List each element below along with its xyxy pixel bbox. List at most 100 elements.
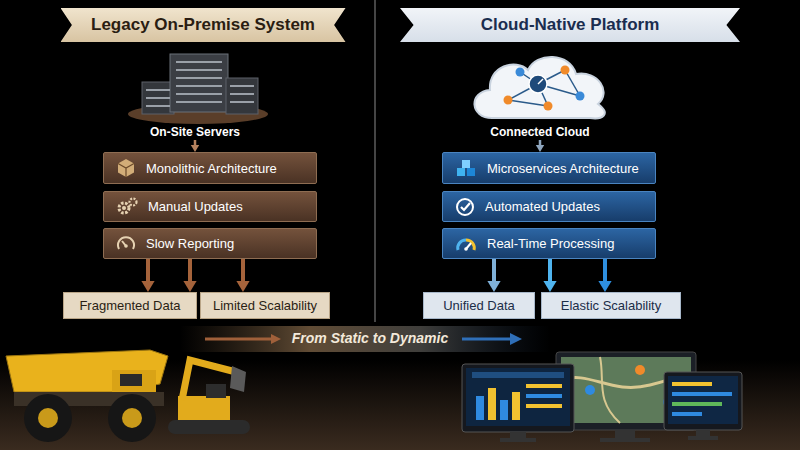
arrow-head xyxy=(236,281,249,292)
outcome-box: Unified Data xyxy=(423,292,535,319)
cloud-illustration xyxy=(474,57,604,118)
cloud-illustration xyxy=(508,100,548,106)
monitor-map xyxy=(635,365,645,375)
monitor-chart xyxy=(462,364,574,432)
excavator xyxy=(168,420,250,434)
monitor-small xyxy=(672,402,722,406)
box-text: Unified Data xyxy=(443,298,515,313)
arrow-head xyxy=(141,281,154,292)
server-illustration xyxy=(170,54,228,112)
arrow-head xyxy=(536,145,544,152)
server-illustration xyxy=(146,62,254,106)
gears-icon xyxy=(119,203,129,213)
cloud-illustration xyxy=(576,92,585,101)
dump-truck xyxy=(108,394,156,442)
box-text: Microservices Architecture xyxy=(487,161,639,176)
transition-band xyxy=(205,338,272,341)
feature-box: Monolithic Architecture xyxy=(103,152,317,184)
cube-icon xyxy=(116,158,136,178)
cube-icon xyxy=(118,164,134,178)
outcome-box: Elastic Scalability xyxy=(541,292,681,319)
cloud-illustration xyxy=(565,70,580,96)
excavator xyxy=(178,396,230,420)
server-illustration xyxy=(146,105,170,107)
monitor-map xyxy=(600,438,650,442)
arrow-head xyxy=(191,145,199,152)
transition-band xyxy=(271,334,281,344)
server-illustration xyxy=(176,101,222,103)
check-icon xyxy=(461,203,470,210)
monitor-chart xyxy=(526,404,562,408)
box-icon xyxy=(455,234,477,254)
box-text: Cloud-Native Platform xyxy=(481,15,660,35)
speedometer-icon xyxy=(464,247,468,251)
box-text: Limited Scalability xyxy=(213,298,317,313)
excavator xyxy=(168,360,250,434)
cloud-illustration xyxy=(544,102,553,111)
box-text: Elastic Scalability xyxy=(561,298,661,313)
feature-box: Automated Updates xyxy=(442,191,656,222)
cloud-illustration xyxy=(516,68,525,77)
cubes-icon xyxy=(467,168,475,176)
gears-icon xyxy=(130,198,137,205)
excavator xyxy=(230,366,246,392)
box-text: On-Site Servers xyxy=(150,125,240,139)
transition-label: From Static to Dynamic xyxy=(292,330,448,346)
monitor-chart xyxy=(510,432,526,438)
ground xyxy=(0,360,800,450)
server-illustration xyxy=(146,89,170,91)
server-illustration xyxy=(230,93,254,95)
transition-band xyxy=(180,326,550,352)
cubes-icon xyxy=(462,160,470,168)
monitor-chart xyxy=(462,364,574,442)
server-illustration xyxy=(230,85,254,87)
box-icon xyxy=(116,197,138,217)
transition-band xyxy=(510,333,522,345)
cloud-illustration xyxy=(529,75,547,93)
box-text: Fragmented Data xyxy=(79,298,180,313)
flow-arrow xyxy=(492,259,496,284)
gears-icon xyxy=(116,197,138,217)
box-icon xyxy=(455,197,475,217)
header-banner: Cloud-Native Platform xyxy=(400,8,740,42)
flow-arrow xyxy=(603,259,607,284)
monitor-chart xyxy=(526,394,562,398)
cubes-icon xyxy=(455,158,477,178)
server-illustration xyxy=(146,97,170,99)
arrow-head xyxy=(487,281,500,292)
monitor-chart xyxy=(512,392,520,420)
flow-arrow xyxy=(188,259,192,284)
illustration-caption: Connected Cloud xyxy=(487,124,593,140)
monitor-small xyxy=(664,372,742,440)
cloud-illustration xyxy=(474,57,604,118)
outcome-box: Limited Scalability xyxy=(200,292,330,319)
box-text: Monolithic Architecture xyxy=(146,161,277,176)
monitor-small xyxy=(672,392,732,396)
gauge-icon xyxy=(124,244,128,248)
server-illustration xyxy=(226,78,258,114)
feature-box: Slow Reporting xyxy=(103,228,317,259)
monitor-small xyxy=(688,436,718,440)
box-text: Slow Reporting xyxy=(146,236,234,251)
server-illustration xyxy=(128,54,268,124)
monitor-chart xyxy=(466,368,570,426)
dump-truck xyxy=(6,350,168,442)
box-text: Legacy On-Premise System xyxy=(91,15,315,35)
cube-icon xyxy=(118,159,134,177)
server-illustration xyxy=(230,101,254,103)
gauge-icon xyxy=(116,234,136,254)
flow-arrow xyxy=(146,259,150,284)
monitor-map xyxy=(585,385,595,395)
server-illustration xyxy=(176,77,222,79)
box-icon xyxy=(116,158,136,178)
server-illustration xyxy=(176,61,222,63)
dump-truck xyxy=(24,394,72,442)
arrow-head xyxy=(598,281,611,292)
flow-arrow xyxy=(241,259,245,284)
monitor-small xyxy=(668,376,738,424)
monitor-chart xyxy=(500,400,508,420)
server-illustration xyxy=(142,82,174,114)
transition-band xyxy=(462,338,512,341)
